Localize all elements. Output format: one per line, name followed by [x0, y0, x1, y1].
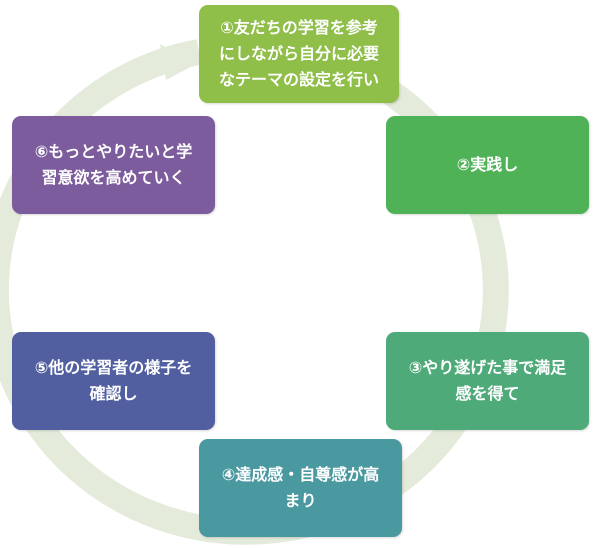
cycle-step-6-line-2: 習意欲を高めていく: [41, 168, 186, 187]
cycle-step-3-line-2: 感を得て: [455, 384, 520, 403]
cycle-step-2-line-1: ②実践し: [456, 155, 519, 174]
cycle-step-1-line-3: なテーマの設定を行い: [218, 70, 379, 89]
cycle-step-3: ③やり遂げた事で満足 感を得て: [386, 332, 589, 430]
cycle-step-5-line-2: 確認し: [89, 384, 138, 403]
cycle-step-6: ⑥もっとやりたいと学 習意欲を高めていく: [12, 116, 215, 214]
cycle-step-6-line-1: ⑥もっとやりたいと学: [34, 142, 193, 161]
cycle-step-2: ②実践し: [386, 116, 589, 214]
cycle-arrowhead: [160, 44, 196, 80]
cycle-step-1-line-2: にしながら自分に必要: [218, 44, 379, 63]
cycle-step-5-line-1: ⑤他の学習者の様子を: [34, 358, 193, 377]
cycle-step-4-line-1: ④達成感・自尊感が高: [221, 465, 380, 484]
cycle-step-4: ④達成感・自尊感が高 まり: [199, 439, 402, 537]
cycle-step-4-line-2: まり: [284, 491, 317, 510]
cycle-step-1-line-1: ①友だちの学習を参考: [220, 18, 378, 37]
cycle-step-5: ⑤他の学習者の様子を 確認し: [12, 332, 215, 430]
cycle-step-3-line-1: ③やり遂げた事で満足: [408, 358, 567, 377]
cycle-step-1: ①友だちの学習を参考 にしながら自分に必要 なテーマの設定を行い: [199, 5, 399, 103]
